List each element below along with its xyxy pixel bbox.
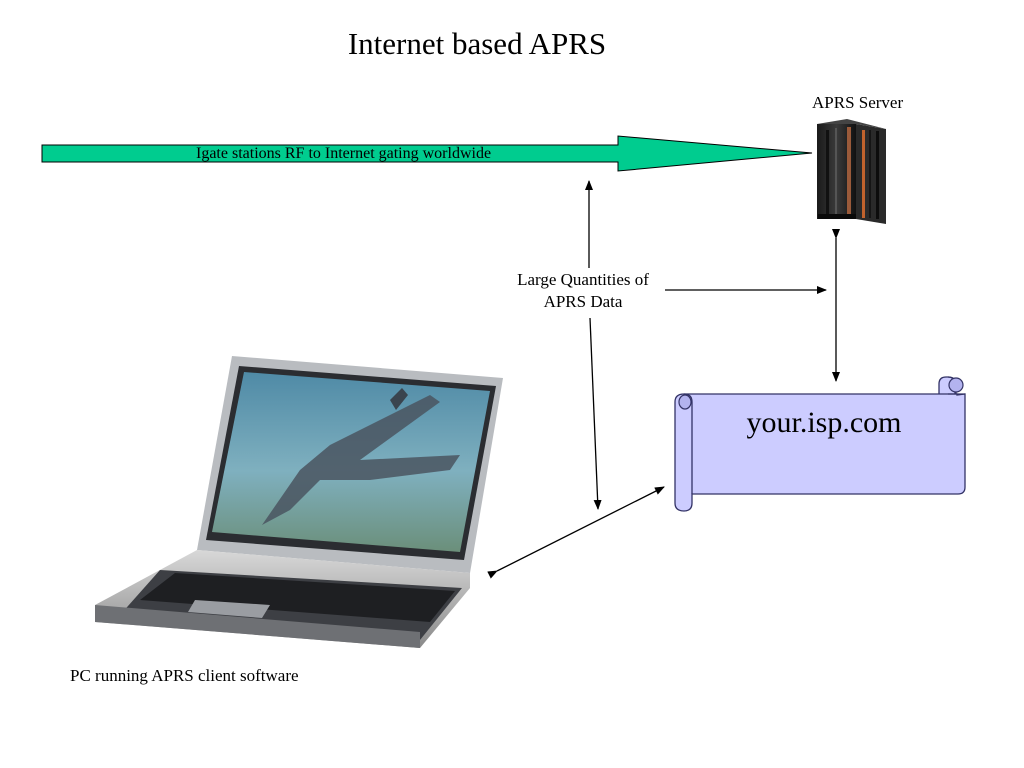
server-label: APRS Server: [812, 93, 904, 112]
laptop-isp-arrow: [487, 486, 665, 579]
server-rack-icon: [817, 119, 886, 224]
igate-arrow: [41, 135, 813, 172]
page-title: Internet based APRS: [347, 26, 607, 61]
data-quantity-label: Large Quantities of APRS Data: [503, 269, 663, 313]
laptop-icon: [95, 356, 503, 648]
pc-label: PC running APRS client software: [70, 666, 299, 685]
isp-scroll-banner: [674, 376, 966, 512]
data-quantity-text: Large Quantities of APRS Data: [517, 270, 649, 311]
igate-label: Igate stations RF to Internet gating wor…: [196, 145, 492, 162]
isp-label: your.isp.com: [746, 406, 902, 439]
data-to-laptop-arrow: [589, 317, 602, 510]
